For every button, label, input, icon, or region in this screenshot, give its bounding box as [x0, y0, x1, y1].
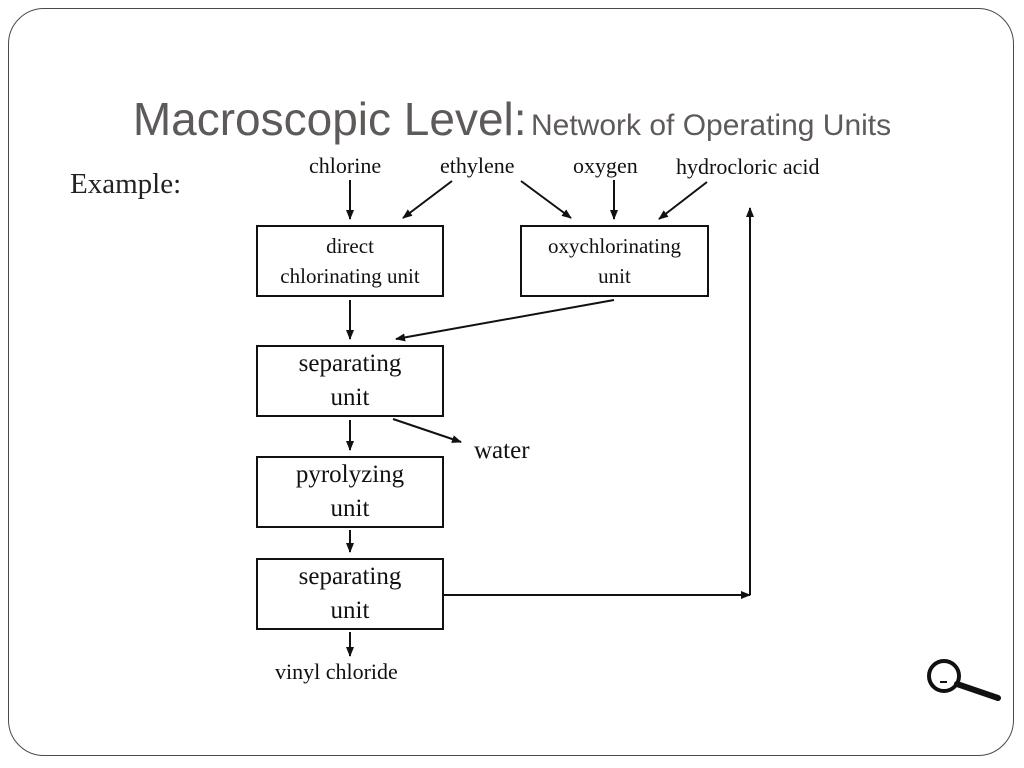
direct-chlorinating-unit: direct chlorinating unit: [256, 225, 444, 297]
arrow-oxy-to-separating: [395, 299, 615, 342]
separating-unit-1-label: separating unit: [298, 350, 402, 411]
direct-chlorinating-unit-label: direct chlorinating unit: [280, 234, 420, 288]
oxychlorinating-unit-label: oxychlorinating unit: [548, 234, 681, 288]
slide-frame: [8, 8, 1014, 756]
pyrolyzing-unit-label: pyrolyzing unit: [295, 461, 405, 522]
arrow-ethylene-to-oxy: [520, 180, 572, 219]
pyrolyzing-unit: pyrolyzing unit: [256, 456, 444, 528]
input-chlorine: chlorine: [309, 153, 382, 178]
slide-title: Macroscopic Level: Network of Operating …: [0, 92, 1024, 146]
title-main: Macroscopic Level:: [132, 93, 527, 145]
title-subtitle: Network of Operating Units: [531, 109, 892, 142]
separating-unit-2: separating unit: [256, 558, 444, 630]
output-water: water: [474, 437, 530, 464]
output-vinyl-chloride: vinyl chloride: [275, 659, 398, 684]
oxychlorinating-unit: oxychlorinating unit: [520, 225, 709, 297]
input-oxygen: oxygen: [573, 153, 638, 178]
input-ethylene: ethylene: [440, 153, 515, 178]
arrow-hcl-to-oxy: [658, 181, 708, 220]
arrow-ethylene-to-direct: [402, 180, 453, 219]
example-label: Example:: [70, 168, 182, 200]
arrow-separating-to-water: [392, 418, 462, 443]
separating-unit-2-label: separating unit: [298, 563, 402, 624]
zoom-out-magnifier-icon[interactable]: [926, 652, 1002, 704]
input-hydrochloric-acid: hydrocloric acid: [676, 154, 820, 179]
separating-unit-1: separating unit: [256, 345, 444, 417]
